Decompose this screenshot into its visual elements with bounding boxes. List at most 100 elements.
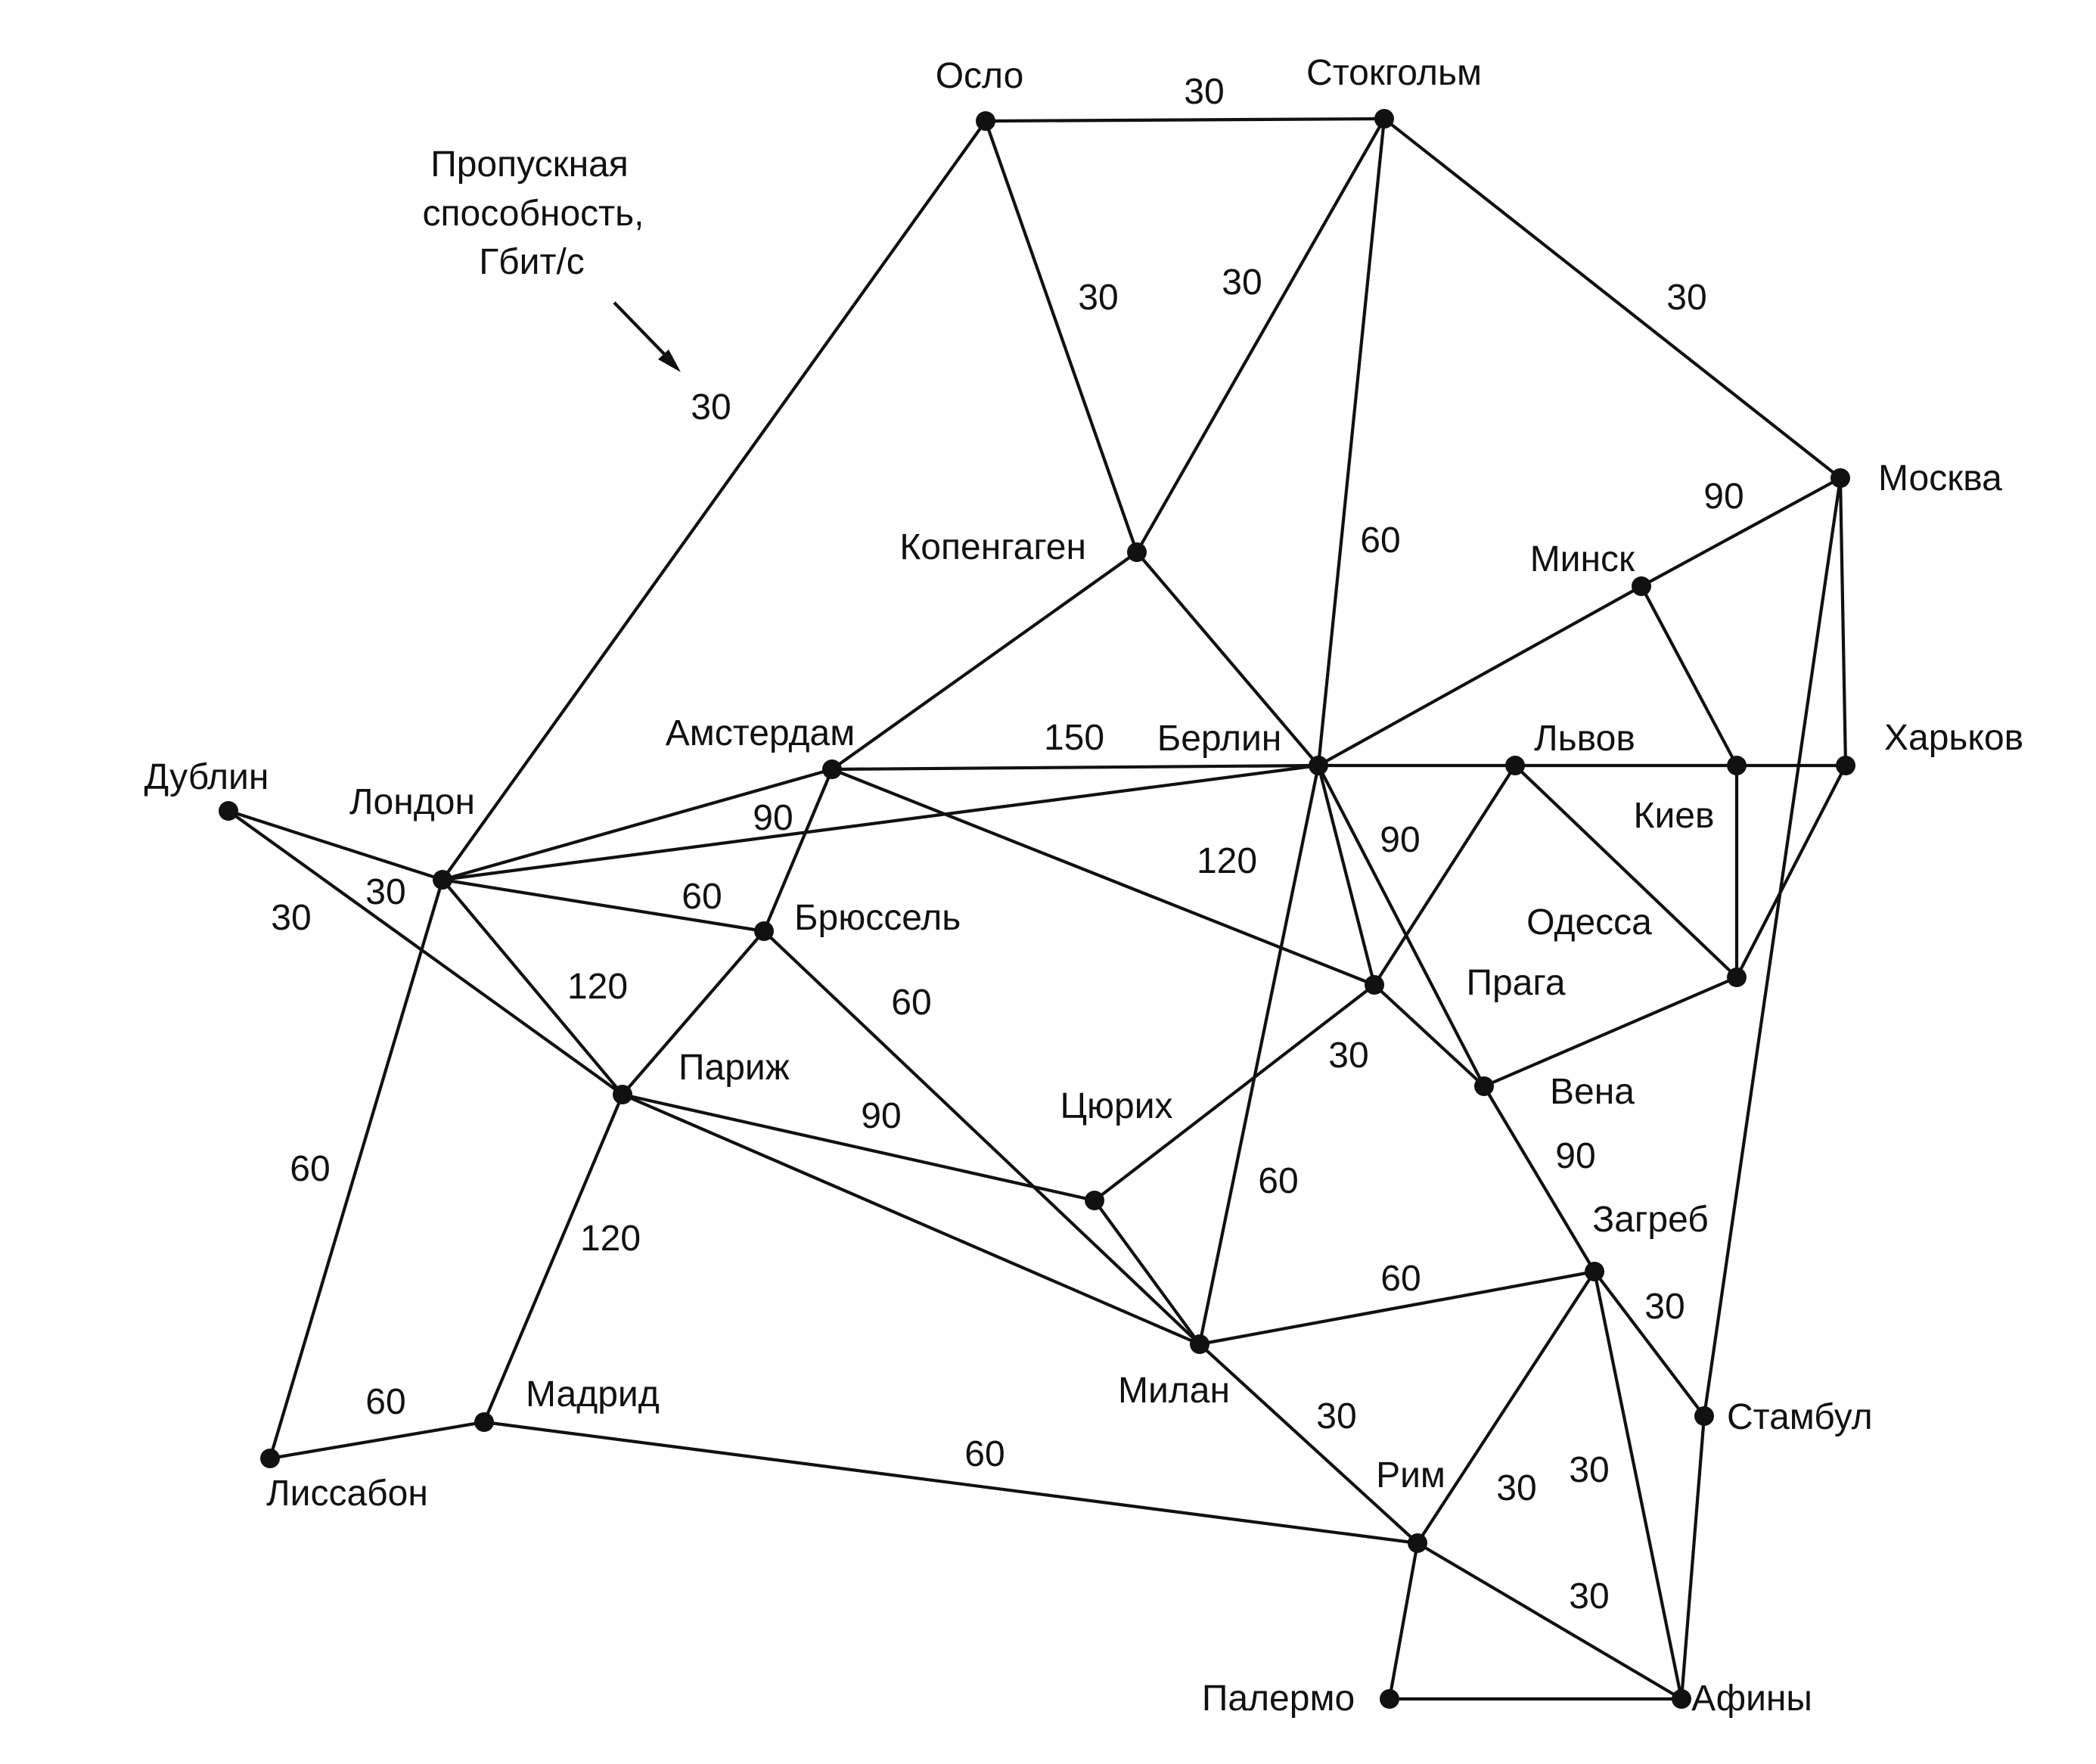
city-node-athens bbox=[1672, 1689, 1691, 1709]
capacity-label-rome-athens: 30 bbox=[1569, 1576, 1609, 1616]
city-label-madrid: Мадрид bbox=[526, 1374, 660, 1415]
legend-line-1: Пропускная bbox=[430, 144, 629, 185]
link-rome-palermo bbox=[1387, 1542, 1420, 1700]
capacity-label-madrid-lisbon: 60 bbox=[365, 1382, 405, 1422]
city-label-vienna: Вена bbox=[1550, 1072, 1635, 1112]
link-london-brussels bbox=[442, 877, 765, 933]
city-node-stockholm bbox=[1374, 109, 1394, 129]
link-copenhagen-berlin bbox=[1135, 551, 1320, 767]
link-copenhagen-amsterdam bbox=[831, 551, 1138, 771]
link-lvov-prague bbox=[1373, 764, 1517, 986]
link-prague-vienna bbox=[1373, 983, 1486, 1088]
city-label-lisbon: Лиссабон bbox=[266, 1474, 428, 1514]
capacity-label-vienna-zagreb: 90 bbox=[1555, 1136, 1595, 1176]
city-label-prague: Прага bbox=[1466, 963, 1565, 1003]
link-istanbul-athens bbox=[1679, 1415, 1706, 1700]
capacity-label-stockholm-moscow: 30 bbox=[1666, 278, 1706, 318]
link-lvov-odessa bbox=[1514, 764, 1738, 979]
link-oslo-london bbox=[441, 120, 987, 881]
city-node-lisbon bbox=[260, 1449, 280, 1468]
city-label-kiev: Киев bbox=[1634, 796, 1715, 836]
link-amsterdam-berlin bbox=[831, 763, 1319, 772]
link-moscow-istanbul bbox=[1702, 477, 1843, 1417]
link-madrid-rome bbox=[483, 1420, 1418, 1545]
link-dublin-london bbox=[228, 809, 443, 881]
link-prague-zurich bbox=[1093, 983, 1376, 1202]
capacity-label-zagreb-istanbul: 30 bbox=[1644, 1287, 1685, 1327]
city-label-stockholm: Стокгольм bbox=[1306, 53, 1482, 93]
city-node-palermo bbox=[1380, 1689, 1399, 1709]
link-berlin-milan bbox=[1197, 765, 1321, 1345]
link-milan-rome bbox=[1198, 1343, 1419, 1545]
capacity-label-paris-madrid: 120 bbox=[580, 1219, 641, 1259]
link-berlin-prague bbox=[1316, 765, 1377, 986]
capacity-label-london-lisbon: 60 bbox=[290, 1149, 330, 1189]
capacity-label-moscow-minsk: 90 bbox=[1703, 477, 1744, 517]
city-label-palermo: Палермо bbox=[1202, 1679, 1355, 1719]
capacity-label-milan-rome: 30 bbox=[1316, 1396, 1356, 1436]
link-moscow-minsk bbox=[1640, 477, 1842, 588]
city-node-istanbul bbox=[1694, 1406, 1714, 1426]
link-dublin-paris bbox=[227, 809, 624, 1096]
link-brussels-paris bbox=[621, 930, 765, 1096]
link-paris-zurich bbox=[622, 1092, 1095, 1203]
capacity-label-amsterdam-berlin: 150 bbox=[1044, 718, 1104, 758]
legend-line-3: Гбит/с bbox=[479, 242, 585, 282]
capacity-label-paris-zurich: 90 bbox=[861, 1096, 901, 1136]
link-london-lisbon bbox=[268, 879, 445, 1459]
capacity-label-madrid-rome: 60 bbox=[964, 1434, 1005, 1474]
capacity-label-berlin-prague: 90 bbox=[1380, 820, 1420, 860]
capacity-label-oslo-copenhagen: 30 bbox=[1078, 278, 1118, 318]
city-label-london: Лондон bbox=[349, 782, 475, 822]
city-node-rome bbox=[1408, 1533, 1427, 1553]
link-minsk-berlin bbox=[1317, 585, 1643, 767]
link-kharkov-odessa bbox=[1735, 765, 1847, 978]
city-node-vienna bbox=[1474, 1076, 1494, 1096]
city-node-lvov bbox=[1505, 756, 1525, 775]
city-label-brussels: Брюссель bbox=[794, 898, 961, 938]
city-label-istanbul: Стамбул bbox=[1727, 1397, 1873, 1437]
link-moscow-kharkov bbox=[1838, 477, 1848, 766]
capacity-label-stockholm-berlin: 60 bbox=[1360, 520, 1400, 561]
city-node-moscow bbox=[1831, 468, 1850, 488]
city-label-odessa: Одесса bbox=[1526, 902, 1652, 943]
city-label-zurich: Цюрих bbox=[1060, 1086, 1172, 1126]
link-madrid-lisbon bbox=[269, 1420, 485, 1461]
city-label-moscow: Москва bbox=[1878, 458, 2002, 498]
link-stockholm-copenhagen bbox=[1135, 117, 1386, 554]
city-node-kiev bbox=[1727, 756, 1747, 775]
capacity-label-brussels-milan: 60 bbox=[891, 983, 931, 1023]
labels-layer: 3030303060309015090120601206030306090603… bbox=[144, 53, 2024, 1719]
city-node-berlin bbox=[1309, 756, 1328, 775]
link-zagreb-rome bbox=[1416, 1270, 1596, 1545]
capacity-label-berlin-milan: 60 bbox=[1258, 1161, 1298, 1201]
link-london-berlin bbox=[442, 763, 1319, 882]
capacity-label-london-paris: 120 bbox=[567, 967, 628, 1007]
city-label-rome: Рим bbox=[1376, 1455, 1445, 1495]
city-node-brussels bbox=[754, 921, 774, 941]
link-minsk-kiev bbox=[1640, 585, 1738, 766]
link-stockholm-berlin bbox=[1316, 118, 1386, 766]
city-label-berlin: Берлин bbox=[1157, 719, 1282, 759]
link-berlin-vienna bbox=[1317, 765, 1486, 1087]
city-node-copenhagen bbox=[1127, 542, 1147, 562]
city-node-kharkov bbox=[1836, 756, 1855, 775]
city-node-odessa bbox=[1727, 967, 1747, 987]
city-node-milan bbox=[1190, 1334, 1209, 1354]
link-rome-athens bbox=[1416, 1542, 1683, 1700]
link-oslo-stockholm bbox=[985, 116, 1385, 123]
city-label-kharkov: Харьков bbox=[1884, 718, 2023, 758]
city-label-minsk: Минск bbox=[1530, 539, 1635, 579]
link-odessa-vienna bbox=[1483, 976, 1737, 1088]
link-paris-madrid bbox=[483, 1094, 624, 1423]
city-label-zagreb: Загреб bbox=[1592, 1200, 1709, 1240]
city-node-minsk bbox=[1632, 576, 1651, 596]
cities-layer bbox=[219, 109, 1855, 1709]
link-stockholm-moscow bbox=[1383, 117, 1842, 480]
city-label-milan: Милан bbox=[1118, 1371, 1230, 1411]
city-node-prague bbox=[1365, 975, 1384, 995]
city-label-lvov: Львов bbox=[1534, 719, 1635, 759]
legend-line-2: способность, bbox=[423, 194, 644, 234]
city-node-dublin bbox=[219, 801, 238, 821]
capacity-label-prague-zurich: 30 bbox=[1328, 1036, 1368, 1076]
